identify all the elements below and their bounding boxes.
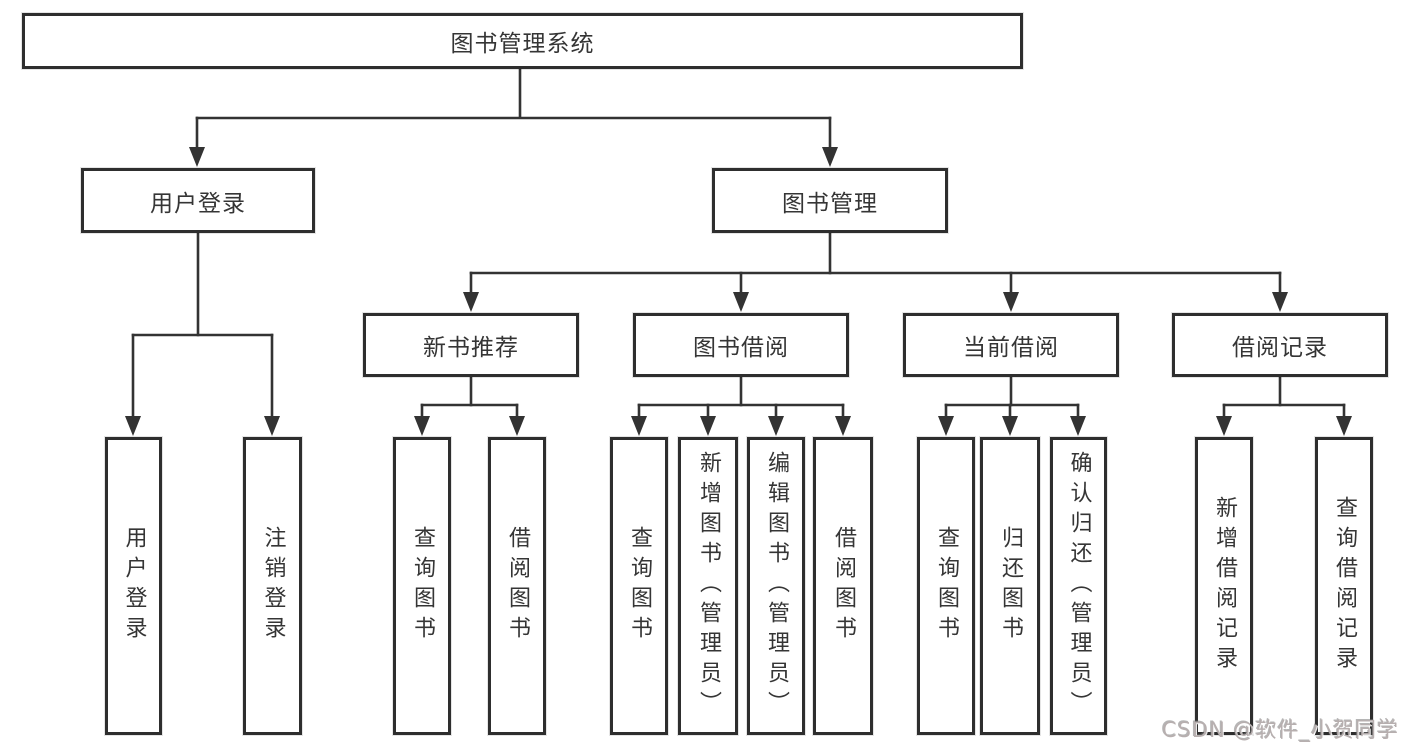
leaf-br-add-record: 新增借阅记录 (1195, 437, 1253, 735)
node-new-book-rec: 新书推荐 (363, 313, 579, 377)
arrowhead-current-borrow (1003, 292, 1019, 312)
csdn-watermark: CSDN @软件_小贺同学 (1161, 718, 1399, 742)
arrowhead-cb-query (938, 416, 954, 436)
arrowhead-login-leaf (125, 416, 141, 436)
arrowhead-book-mgmt (822, 147, 838, 167)
leaf-user-login-label: 用户登录 (121, 526, 147, 646)
leaf-bb-query-books: 查询图书 (610, 437, 668, 735)
leaf-br-query-record: 查询借阅记录 (1315, 437, 1373, 735)
node-current-borrow: 当前借阅 (903, 313, 1119, 377)
leaf-br-add-record-label: 新增借阅记录 (1212, 496, 1237, 676)
leaf-logout: 注销登录 (243, 437, 302, 735)
node-user-login-label: 用户登录 (150, 190, 246, 217)
leaf-logout-label: 注销登录 (260, 526, 286, 646)
leaf-bb-add-books-admin: 新增图书（管理员） (678, 437, 738, 735)
leaf-bb-borrow-books-label: 借阅图书 (831, 526, 856, 646)
arrowhead-logout-leaf (264, 416, 280, 436)
leaf-user-login: 用户登录 (105, 437, 162, 735)
node-new-book-rec-label: 新书推荐 (423, 335, 519, 361)
arrowhead-user-login (189, 147, 205, 167)
arrowhead-nbr-borrow (509, 416, 525, 436)
arrowhead-bb-borrow (835, 416, 851, 436)
leaf-nbr-borrow-books-label: 借阅图书 (505, 526, 530, 646)
arrowhead-bb-query (631, 416, 647, 436)
node-borrow-record-label: 借阅记录 (1232, 335, 1328, 361)
arrowhead-br-query (1336, 416, 1352, 436)
arrowhead-cb-return (1002, 416, 1018, 436)
leaf-bb-edit-books-admin-label: 编辑图书（管理员） (764, 451, 789, 721)
leaf-br-query-record-label: 查询借阅记录 (1332, 496, 1357, 676)
leaf-cb-return-books: 归还图书 (980, 437, 1040, 735)
node-book-borrow: 图书借阅 (633, 313, 849, 377)
arrowhead-bb-edit (768, 416, 784, 436)
node-borrow-record: 借阅记录 (1172, 313, 1388, 377)
leaf-cb-confirm-return-admin: 确认归还（管理员） (1050, 437, 1107, 735)
arrowhead-book-borrow (733, 292, 749, 312)
arrowhead-br-add (1216, 416, 1232, 436)
leaf-nbr-query-books: 查询图书 (393, 437, 451, 735)
node-current-borrow-label: 当前借阅 (963, 335, 1059, 361)
arrowhead-bb-add (700, 416, 716, 436)
leaf-cb-query-books-label: 查询图书 (934, 526, 959, 646)
arrowhead-nbr-query (414, 416, 430, 436)
node-book-mgmt: 图书管理 (712, 168, 948, 233)
leaf-cb-return-books-label: 归还图书 (998, 526, 1023, 646)
node-root: 图书管理系统 (22, 13, 1023, 69)
leaf-bb-add-books-admin-label: 新增图书（管理员） (696, 451, 721, 721)
leaf-bb-query-books-label: 查询图书 (627, 526, 652, 646)
node-user-login: 用户登录 (81, 168, 315, 233)
node-book-mgmt-label: 图书管理 (782, 190, 878, 217)
node-book-borrow-label: 图书借阅 (693, 335, 789, 361)
leaf-nbr-query-books-label: 查询图书 (410, 526, 435, 646)
arrowhead-cb-confirm (1070, 416, 1086, 436)
leaf-bb-edit-books-admin: 编辑图书（管理员） (747, 437, 805, 735)
leaf-bb-borrow-books: 借阅图书 (813, 437, 873, 735)
leaf-nbr-borrow-books: 借阅图书 (488, 437, 546, 735)
arrowhead-new-book-rec (463, 292, 479, 312)
leaf-cb-confirm-return-admin-label: 确认归还（管理员） (1066, 451, 1092, 721)
arrowhead-borrow-record (1272, 292, 1288, 312)
node-root-label: 图书管理系统 (450, 31, 595, 57)
leaf-cb-query-books: 查询图书 (917, 437, 975, 735)
